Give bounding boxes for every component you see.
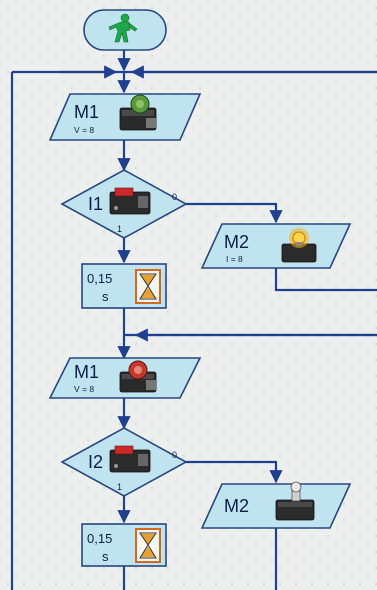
input-decision-i2[interactable]: I2 0 1 <box>60 427 188 497</box>
lamp-icon <box>281 228 317 263</box>
motor-icon <box>119 360 157 393</box>
start-pedestrian-icon <box>108 13 138 43</box>
decision-title: I2 <box>88 452 103 472</box>
start-block[interactable] <box>83 9 167 51</box>
switch-icon <box>109 187 151 215</box>
delay-block-2[interactable]: 0,15 s <box>81 523 167 567</box>
hourglass-icon <box>135 528 161 563</box>
block-title: M2 <box>224 232 249 252</box>
motor-block-m1-mid[interactable]: M1 V = 8 <box>48 357 202 399</box>
motor-icon <box>119 94 157 131</box>
motor-block-m1-top[interactable]: M1 V = 8 <box>48 93 202 141</box>
block-title: M1 <box>74 102 99 122</box>
delay-unit: s <box>102 289 109 304</box>
port-label-false: 0 <box>172 450 177 460</box>
input-decision-i1[interactable]: I1 0 1 <box>60 169 188 239</box>
hourglass-icon <box>135 269 161 304</box>
block-subtitle: I = 8 <box>226 254 243 264</box>
output-block-m2-electromagnet[interactable]: M2 <box>200 481 352 529</box>
delay-block-1[interactable]: 0,15 s <box>81 263 167 309</box>
delay-value: 0,15 <box>87 531 112 546</box>
block-subtitle: V = 8 <box>74 384 94 394</box>
block-title: M1 <box>74 362 99 382</box>
connector-lines <box>10 50 377 590</box>
decision-title: I1 <box>88 194 103 214</box>
electromagnet-icon <box>275 481 315 521</box>
delay-value: 0,15 <box>87 271 112 286</box>
port-label-false: 0 <box>172 192 177 202</box>
delay-unit: s <box>102 549 109 564</box>
switch-icon <box>109 445 151 473</box>
port-label-true: 1 <box>117 482 122 492</box>
block-subtitle: V = 8 <box>74 125 94 135</box>
port-label-true: 1 <box>117 224 122 234</box>
block-title: M2 <box>224 496 249 516</box>
output-block-m2-lamp[interactable]: M2 I = 8 <box>200 223 352 269</box>
